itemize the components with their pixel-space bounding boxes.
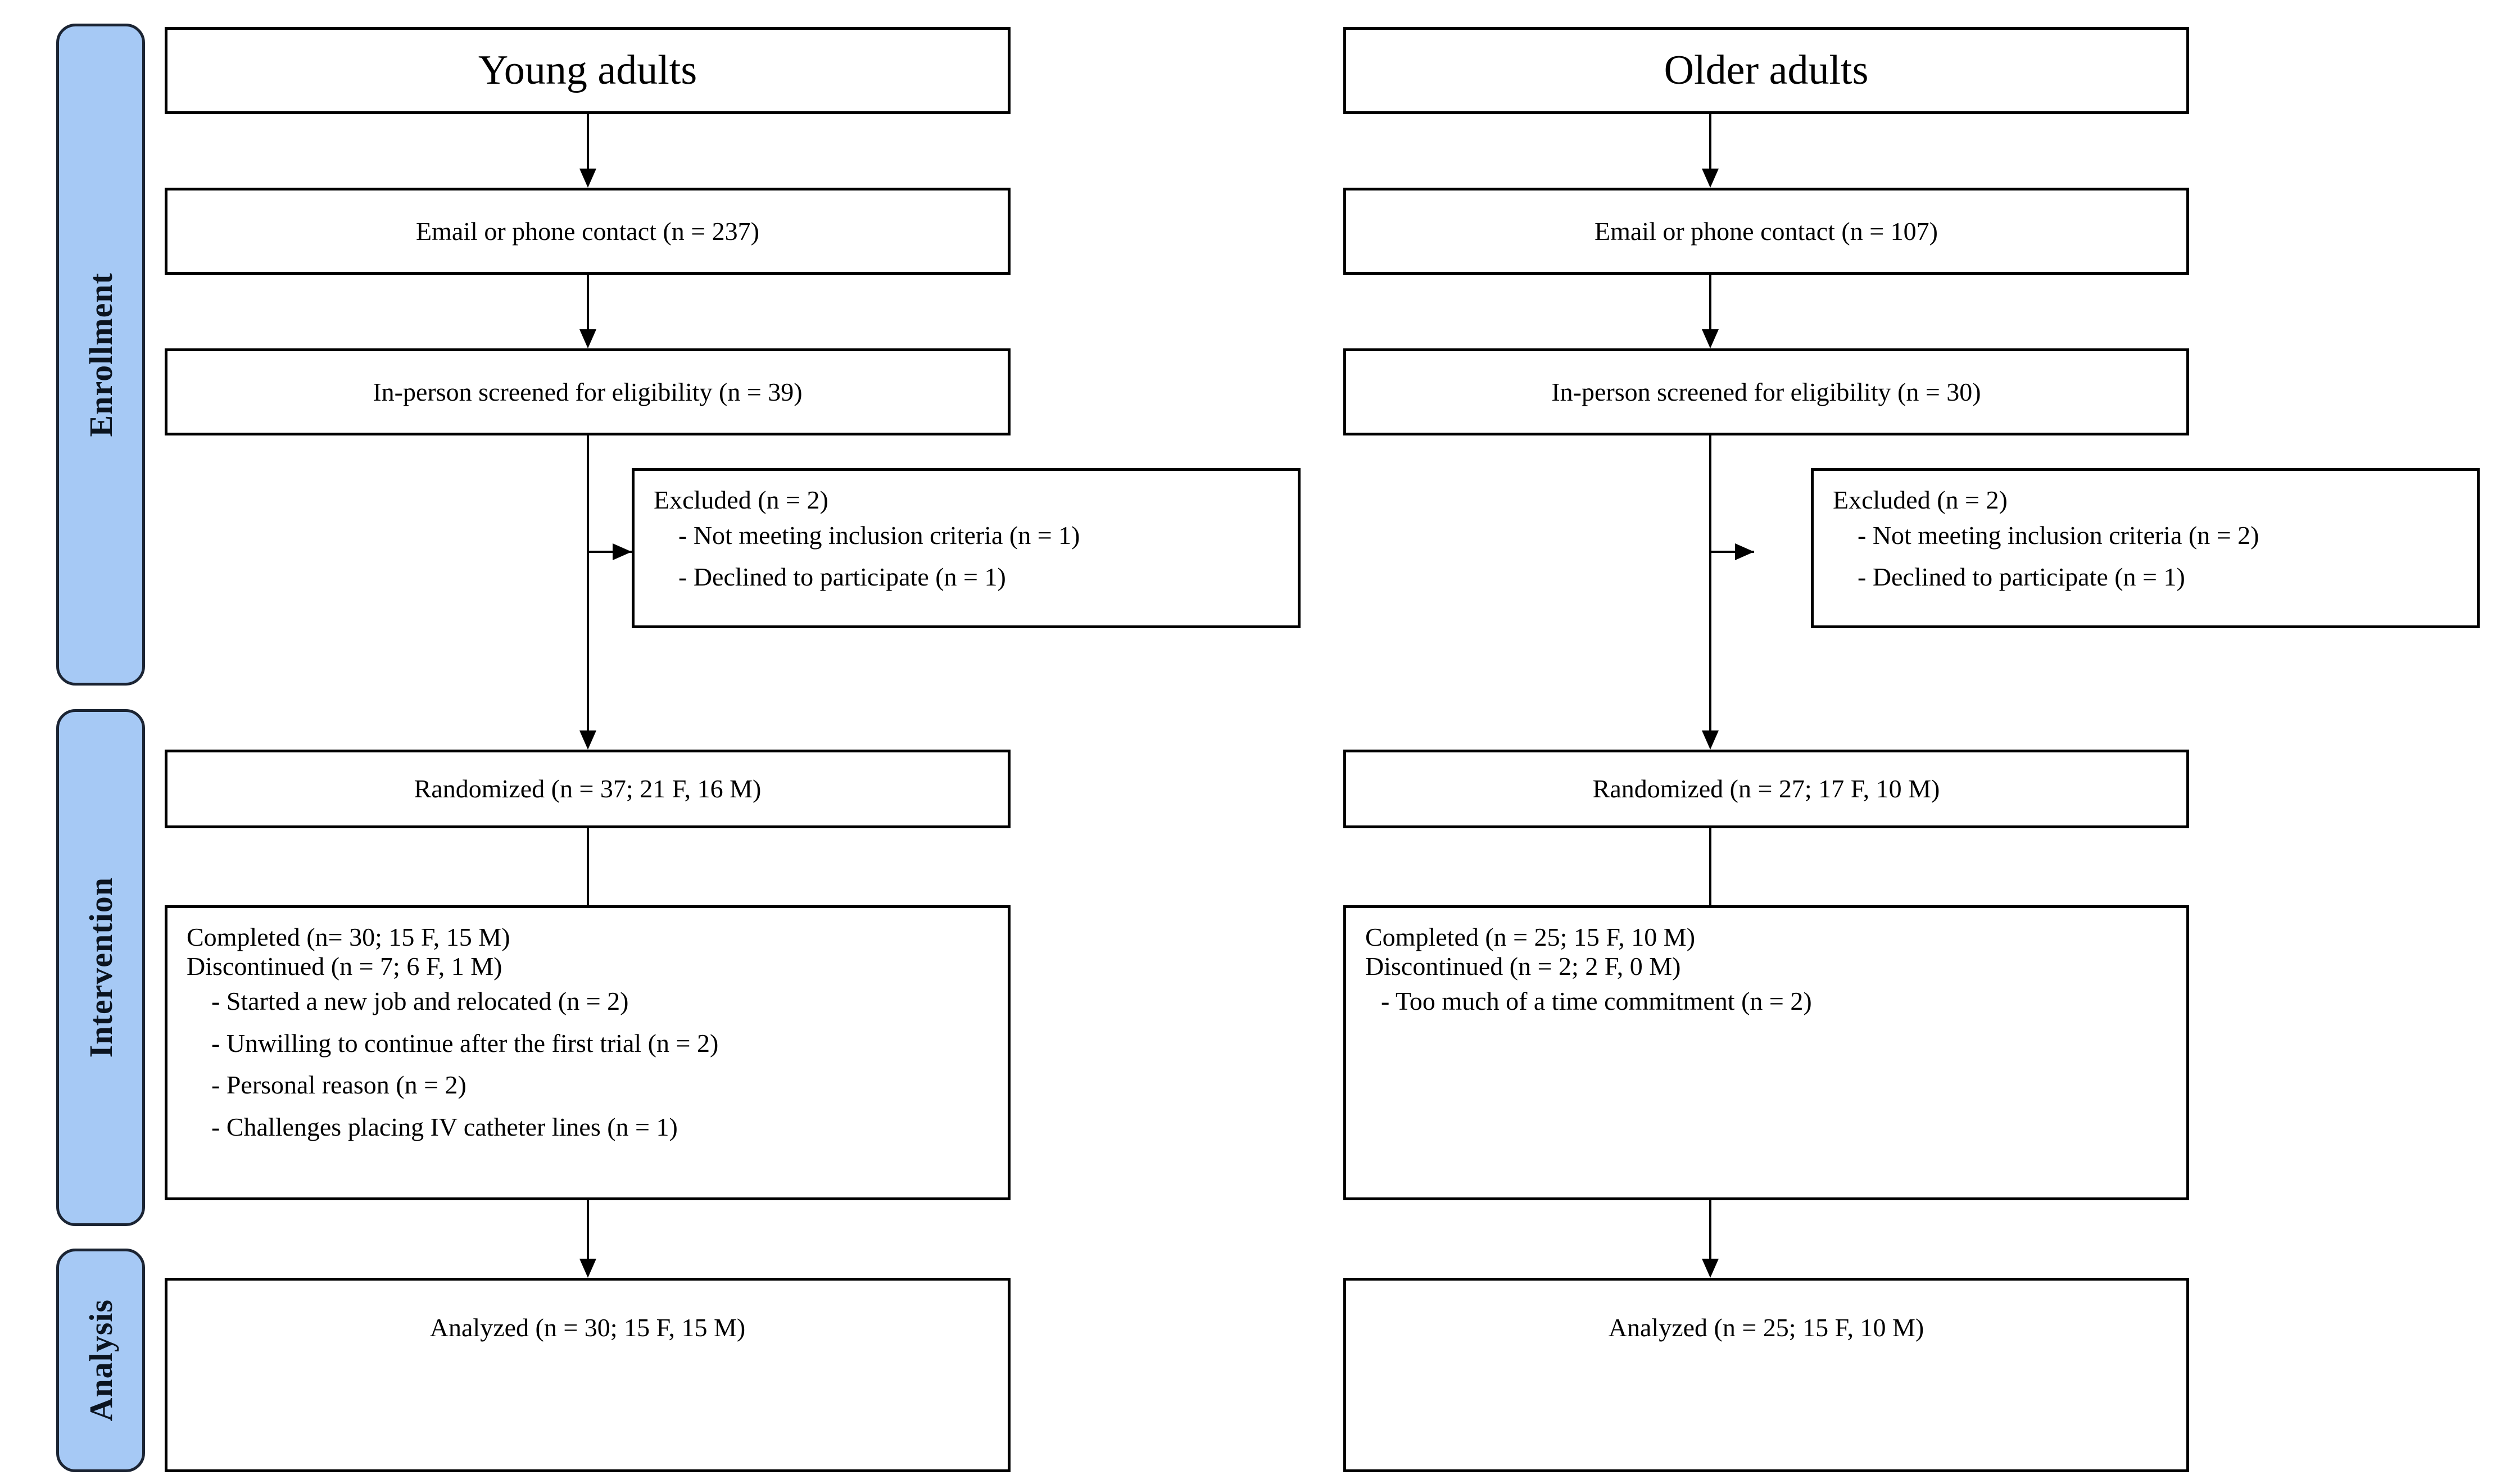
connector-oa-screened-to-excluded <box>1709 551 1754 553</box>
arrowhead-oa-contact-to-screened <box>1702 329 1719 348</box>
arrowhead-ya-screened-to-excluded <box>613 543 632 560</box>
young-adults-completed-text: Completed (n= 30; 15 F, 15 M) <box>187 923 510 951</box>
arrowhead-oa-screened-to-excluded <box>1735 543 1754 560</box>
older-adults-analyzed-text: Analyzed (n = 25; 15 F, 10 M) <box>1608 1313 1924 1342</box>
older-adults-followup-box: Completed (n = 25; 15 F, 10 M) Discontin… <box>1343 905 2189 1200</box>
young-adults-reason-2: - Personal reason (n = 2) <box>211 1070 466 1100</box>
young-adults-reason-3: - Challenges placing IV catheter lines (… <box>211 1112 678 1141</box>
connector-ya-contact-to-screened <box>587 275 589 333</box>
young-adults-excluded-box: Excluded (n = 2) - Not meeting inclusion… <box>632 468 1301 628</box>
arrowhead-oa-followup-to-analyzed <box>1702 1259 1719 1278</box>
young-adults-contact-box: Email or phone contact (n = 237) <box>165 188 1011 275</box>
phase-label-analysis: Analysis <box>82 1299 119 1422</box>
older-adults-title: Older adults <box>1664 47 1869 93</box>
arrowhead-ya-followup-to-analyzed <box>579 1259 596 1278</box>
young-adults-title-box: Young adults <box>165 27 1011 114</box>
phase-label-enrollment: Enrollment <box>82 272 119 437</box>
young-adults-randomized-box: Randomized (n = 37; 21 F, 16 M) <box>165 750 1011 828</box>
young-adults-discontinued-text: Discontinued (n = 7; 6 F, 1 M) <box>187 951 502 981</box>
connector-ya-followup-to-analyzed <box>587 1200 589 1262</box>
young-adults-excluded-item-0: - Not meeting inclusion criteria (n = 1) <box>678 520 1080 550</box>
connector-oa-contact-to-screened <box>1709 275 1711 333</box>
older-adults-excluded-header: Excluded (n = 2) <box>1833 485 2008 514</box>
older-adults-screened-box: In-person screened for eligibility (n = … <box>1343 348 2189 435</box>
connector-oa-screened-spine <box>1709 435 1711 734</box>
arrowhead-oa-title-to-contact <box>1702 169 1719 188</box>
older-adults-excluded-box: Excluded (n = 2) - Not meeting inclusion… <box>1811 468 2480 628</box>
older-adults-reason-0: - Too much of a time commitment (n = 2) <box>1381 987 1812 1016</box>
older-adults-screened-text: In-person screened for eligibility (n = … <box>1551 377 1981 406</box>
arrowhead-ya-contact-to-screened <box>579 329 596 348</box>
connector-oa-title-to-contact <box>1709 114 1711 172</box>
older-adults-analyzed-box: Analyzed (n = 25; 15 F, 10 M) <box>1343 1278 2189 1472</box>
young-adults-excluded-item-1: - Declined to participate (n = 1) <box>678 562 1006 592</box>
older-adults-randomized-text: Randomized (n = 27; 17 F, 10 M) <box>1592 774 1940 804</box>
young-adults-analyzed-text: Analyzed (n = 30; 15 F, 15 M) <box>429 1313 746 1342</box>
phase-label-intervention: Intervention <box>82 877 119 1058</box>
arrowhead-ya-to-randomized <box>579 730 596 750</box>
young-adults-title: Young adults <box>478 47 697 93</box>
connector-ya-randomized-to-followup <box>587 828 589 910</box>
young-adults-contact-text: Email or phone contact (n = 237) <box>416 216 759 246</box>
connector-oa-randomized-to-followup <box>1709 828 1711 910</box>
phase-bar-enrollment: Enrollment <box>56 24 145 686</box>
young-adults-reason-0: - Started a new job and relocated (n = 2… <box>211 987 629 1016</box>
young-adults-screened-text: In-person screened for eligibility (n = … <box>373 377 803 406</box>
young-adults-excluded-header: Excluded (n = 2) <box>654 485 828 514</box>
connector-ya-screened-spine <box>587 435 589 734</box>
connector-ya-title-to-contact <box>587 114 589 172</box>
young-adults-reason-1: - Unwilling to continue after the first … <box>211 1028 719 1058</box>
young-adults-followup-box: Completed (n= 30; 15 F, 15 M) Discontinu… <box>165 905 1011 1200</box>
arrowhead-ya-title-to-contact <box>579 169 596 188</box>
connector-oa-followup-to-analyzed <box>1709 1200 1711 1262</box>
older-adults-contact-box: Email or phone contact (n = 107) <box>1343 188 2189 275</box>
older-adults-excluded-item-0: - Not meeting inclusion criteria (n = 2) <box>1858 520 2259 550</box>
older-adults-title-box: Older adults <box>1343 27 2189 114</box>
older-adults-excluded-item-1: - Declined to participate (n = 1) <box>1858 562 2185 592</box>
phase-bar-analysis: Analysis <box>56 1249 145 1472</box>
young-adults-randomized-text: Randomized (n = 37; 21 F, 16 M) <box>414 774 762 804</box>
young-adults-analyzed-box: Analyzed (n = 30; 15 F, 15 M) <box>165 1278 1011 1472</box>
young-adults-screened-box: In-person screened for eligibility (n = … <box>165 348 1011 435</box>
older-adults-completed-text: Completed (n = 25; 15 F, 10 M) <box>1365 923 1696 951</box>
older-adults-randomized-box: Randomized (n = 27; 17 F, 10 M) <box>1343 750 2189 828</box>
phase-bar-intervention: Intervention <box>56 709 145 1226</box>
older-adults-discontinued-text: Discontinued (n = 2; 2 F, 0 M) <box>1365 951 1681 981</box>
arrowhead-oa-to-randomized <box>1702 730 1719 750</box>
older-adults-contact-text: Email or phone contact (n = 107) <box>1594 216 1938 246</box>
connector-ya-screened-to-excluded <box>587 551 632 553</box>
